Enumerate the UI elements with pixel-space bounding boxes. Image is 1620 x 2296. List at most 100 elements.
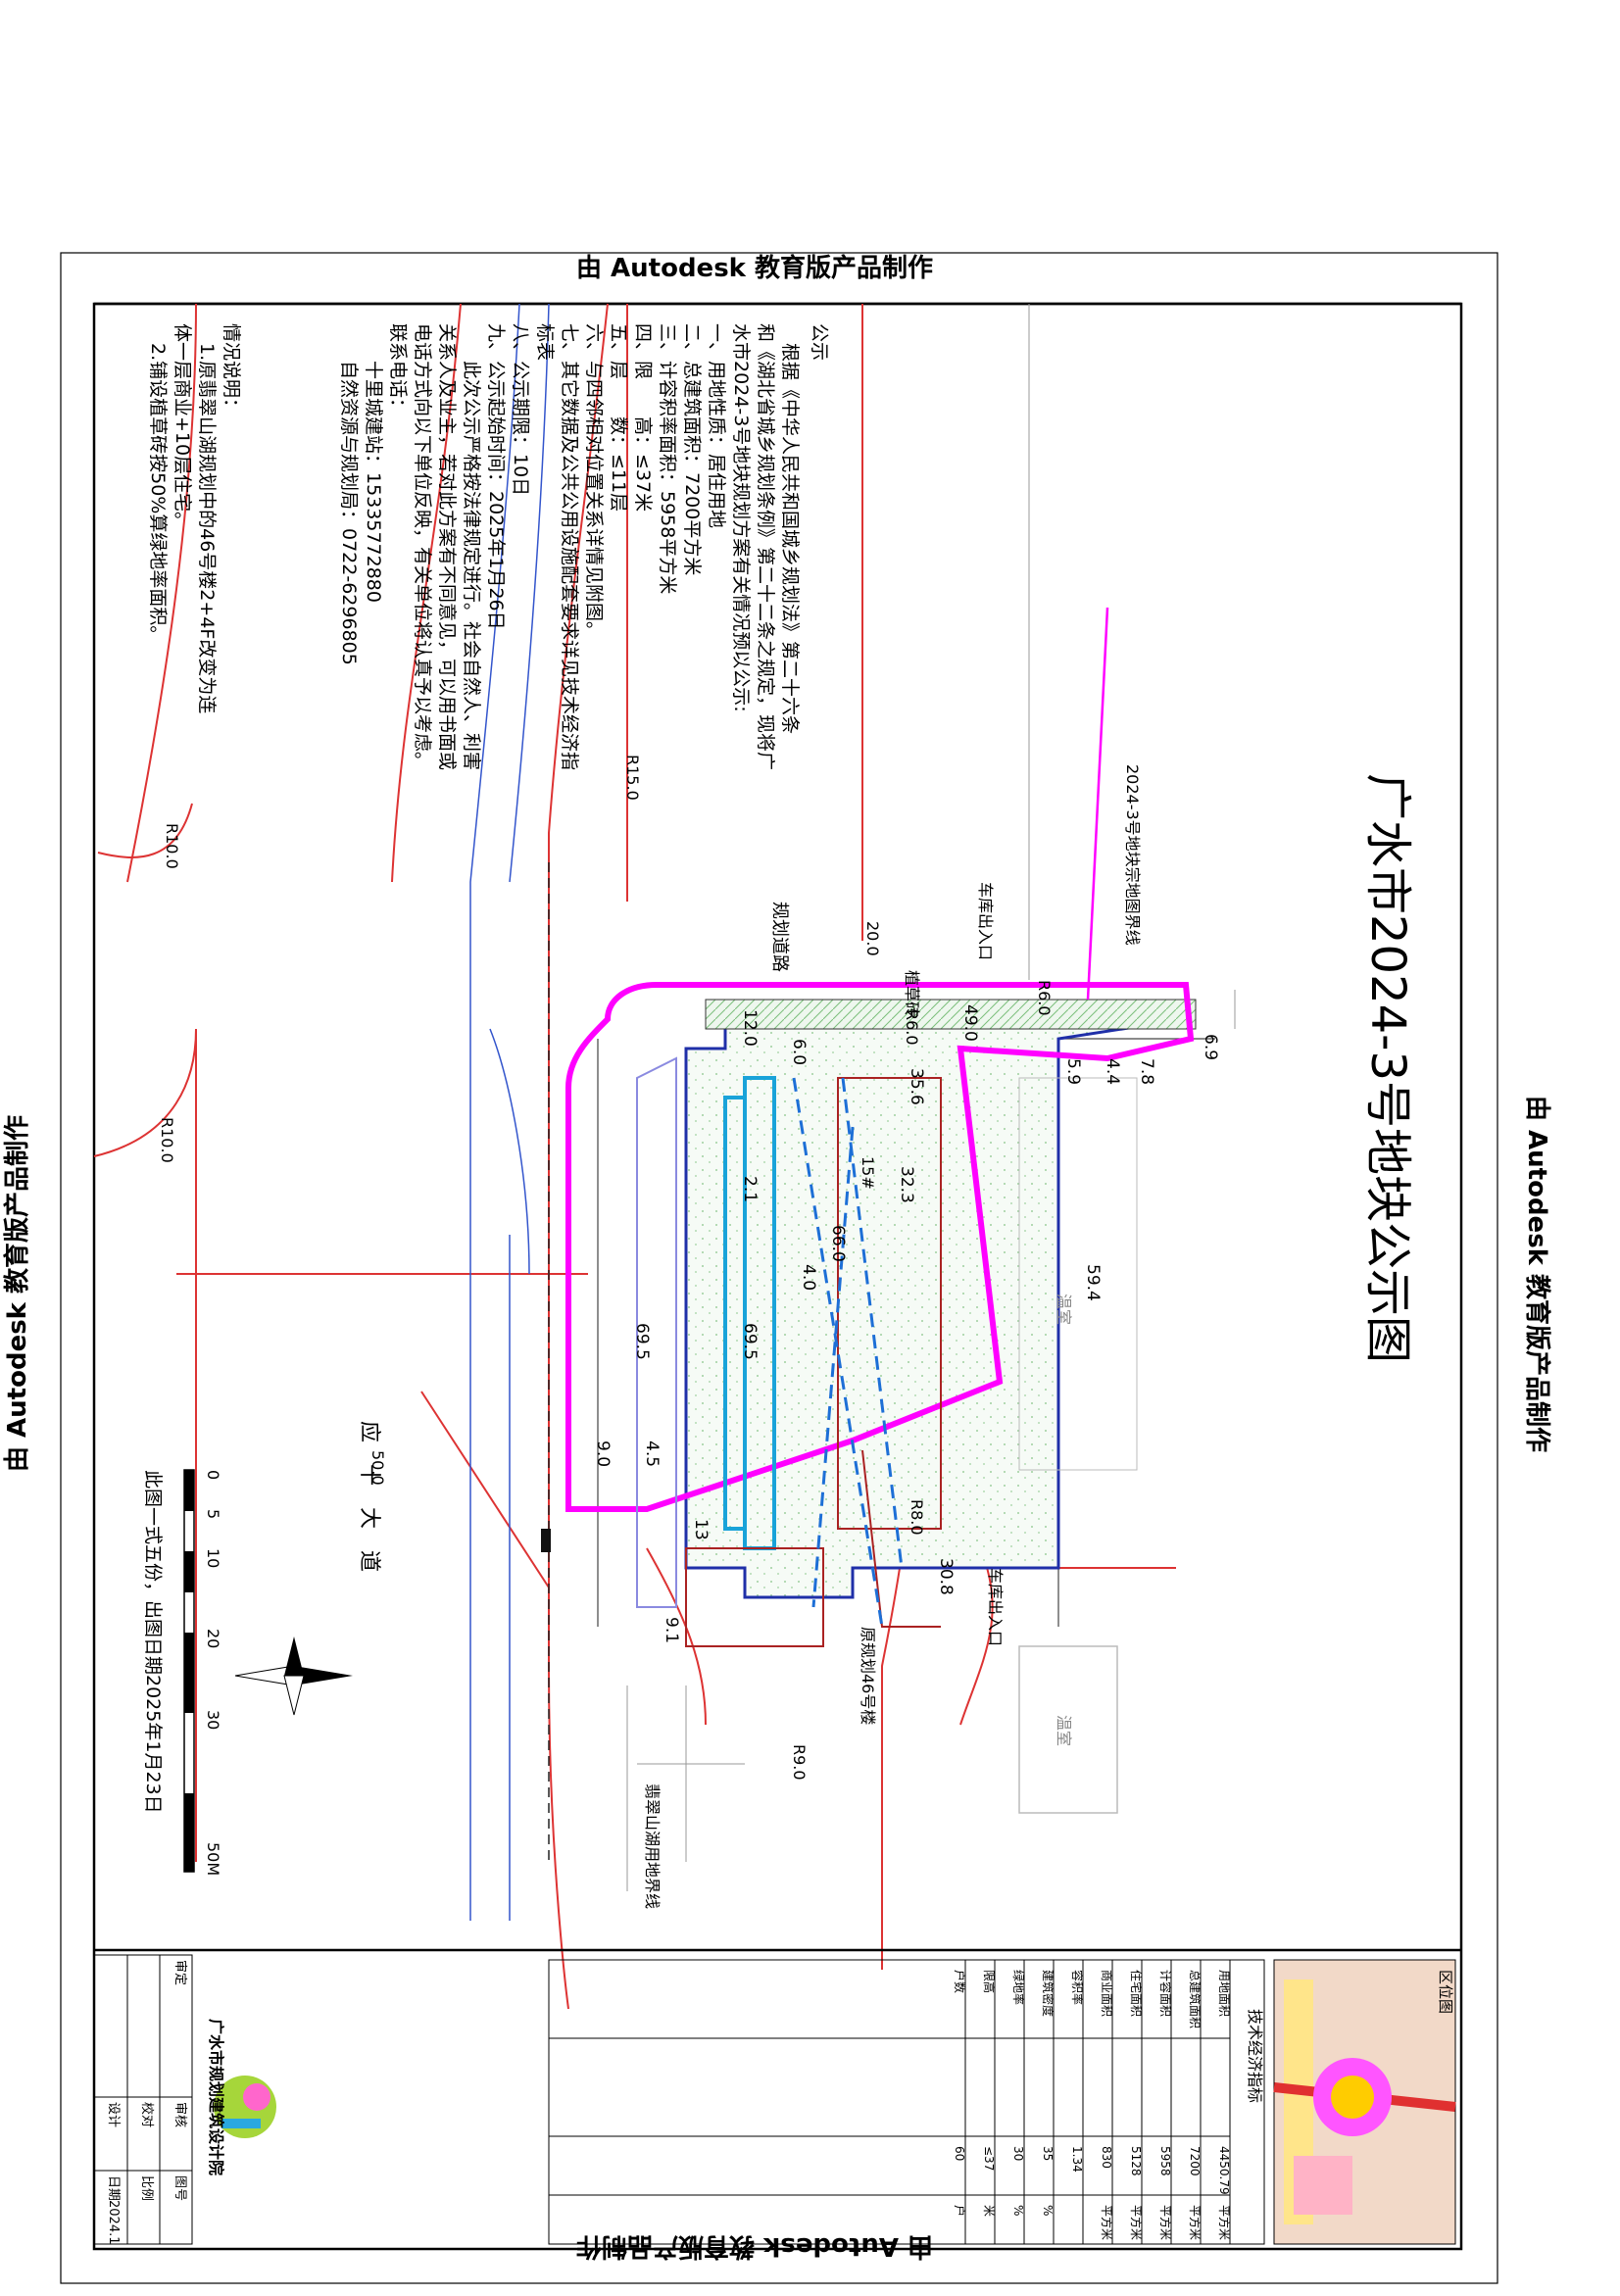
institute-logo-icon	[214, 2076, 276, 2138]
title-block: 区位图 技术经济指标 用地面积 4450.79 平方米 总建筑面积 7200	[93, 1948, 1462, 2250]
site-boundary	[684, 1005, 1188, 1599]
table-value: 60	[953, 2146, 966, 2161]
r10a-label: R10.0	[163, 823, 181, 869]
notice-line: 四、限 高：≤37米	[632, 323, 654, 512]
notice-line: 三、计容积率面积：5958平方米	[657, 323, 678, 594]
situation-line: 体一层商业+10层住宅。	[172, 323, 193, 530]
dim-label: 32.3	[897, 1166, 916, 1203]
scale-tick: 50M	[204, 1842, 222, 1876]
table-item: 住宅面积	[1129, 1970, 1144, 2017]
table-unit: 平方米	[1158, 2205, 1173, 2240]
dim-label: 4.4	[1103, 1058, 1122, 1085]
dim-label: 13	[691, 1519, 711, 1540]
drawing-date: 2024.1	[106, 2200, 121, 2245]
scale-tick: 20	[204, 1629, 222, 1648]
north-arrow-icon	[234, 1637, 353, 1716]
planned-road-label: 规划道路	[769, 902, 790, 972]
notice-line: 七、其它数据及公共公用设施配套要求详见技术经济指	[559, 323, 580, 770]
table-unit: 平方米	[1129, 2205, 1144, 2240]
indicator-table	[548, 1959, 1265, 2245]
notice-line: 二、总建筑面积：7200平方米	[681, 323, 703, 575]
table-unit: 平方米	[1188, 2205, 1203, 2240]
scale-tick: 5	[204, 1509, 222, 1519]
notice-line: 电话方式向以下单位反映，有关单位将认真予以考虑。	[412, 323, 433, 770]
dim-label: 59.4	[1083, 1264, 1103, 1301]
greenhouse-label: 温室	[1055, 1294, 1073, 1325]
r8-label: R8.0	[908, 1499, 926, 1536]
table-item: 容积率	[1070, 1970, 1085, 2005]
table-item: 建筑密度	[1041, 1970, 1055, 2017]
notice-line: 此次公示严格按法律规定进行。社会自然人、利害	[461, 323, 482, 770]
grass-brick-label: 植草砖	[903, 970, 921, 1017]
table-value: 30	[1011, 2146, 1025, 2161]
institute-name: 广水市规划建筑设计院	[207, 2019, 225, 2175]
notice-line: 十里城建站：15335772880	[363, 323, 384, 603]
scale-tick: 10	[204, 1548, 222, 1568]
r9-label: R9.0	[790, 1744, 809, 1781]
watermark-left: 由 Autodesk 教育版产品制作	[2, 1115, 32, 1472]
dim-label: 6.9	[1201, 1034, 1220, 1060]
greenhouse-building	[1018, 1645, 1118, 1814]
notice-line: 六、与四邻相对位置关系详情见附图。	[583, 323, 605, 640]
watermark-right: 由 Autodesk 教育版产品制作	[1522, 1096, 1552, 1452]
road-width-label: 20.0	[863, 921, 882, 956]
road-50-label: 50.0	[368, 1450, 387, 1486]
situation-heading: 情况说明：	[221, 323, 242, 416]
table-item: 计容面积	[1158, 1970, 1173, 2017]
notice-block: 公示 根据《中华人民共和国城乡规划法》第二十六条 和《湖北省城乡规划条例》第二十…	[338, 323, 830, 770]
notice-line: 关系人及业主，若对此方案有不同意见，可以用书面或	[436, 323, 458, 770]
table-value: 830	[1100, 2146, 1113, 2169]
dim-label: 69.5	[740, 1323, 760, 1360]
table-value: 1.34	[1070, 2146, 1084, 2173]
r10b-label: R10.0	[158, 1117, 176, 1163]
plot-boundary-label: 2024-3号地块宗地图界线	[1123, 764, 1142, 946]
table-value: 4450.79	[1217, 2146, 1231, 2195]
map-canvas: 广水市2024-3号地块公示图	[93, 303, 1415, 2010]
watermark-top: 由 Autodesk 教育版产品制作	[576, 253, 933, 283]
r6b-label: R6.0	[903, 1009, 921, 1046]
outer-frame	[60, 252, 1498, 2284]
table-item: 商业面积	[1100, 1970, 1114, 2017]
table-value: ≤37	[982, 2146, 996, 2171]
greenhouse-label-2: 温室	[1055, 1715, 1073, 1746]
dim-label: 49.0	[960, 1004, 980, 1042]
table-unit: 户	[953, 2205, 967, 2217]
plot-boundary-line	[565, 982, 1195, 1512]
table-item: 限高	[982, 1970, 997, 1993]
situation-line: 2.铺设植草砖按50%算绿地率面积。	[147, 343, 169, 644]
dim-label: 4.0	[799, 1264, 818, 1291]
notice-line: 一、用地性质：居住用地	[706, 323, 727, 528]
sign-label: 图号	[172, 2175, 187, 2201]
dim-label: 6.0	[789, 1039, 809, 1065]
dim-label: 2.1	[740, 1176, 760, 1202]
situation-line: 1.原翡翠山湖规划中的46号楼2+4F改变为连	[196, 343, 218, 713]
table-unit: 米	[982, 2205, 996, 2217]
table-item: 户数	[953, 1970, 967, 1993]
dim-label: 7.8	[1137, 1058, 1156, 1085]
notice-line: 九、公示起始时间：2025年1月26日	[485, 323, 507, 630]
sign-label: 审定	[172, 1960, 187, 1985]
dim-label: 12.0	[740, 1009, 760, 1047]
sign-label: 设计	[106, 2102, 121, 2127]
situation-block: 情况说明： 1.原翡翠山湖规划中的46号楼2+4F改变为连 体一层商业+10层住…	[147, 323, 242, 713]
scale-tick: 30	[204, 1710, 222, 1730]
garage-exit-label: 车库出入口	[986, 1568, 1005, 1646]
notice-line: 标表	[534, 323, 556, 361]
notice-line: 和《湖北省城乡规划条例》第二十二条之规定，现将广	[755, 323, 776, 770]
print-note: 此图一式五份，出图日期2025年1月23日	[142, 1470, 164, 1814]
table-value: 35	[1041, 2146, 1055, 2161]
jade-lake-boundary-label: 翡翠山湖用地界线	[643, 1783, 662, 1909]
dim-label: 30.8	[936, 1558, 956, 1595]
notice-line: 联系电话：	[387, 323, 409, 416]
dim-label: 4.5	[642, 1441, 662, 1467]
scale-bar: 0 5 10 20 30 50M 此图一式五份，出图日期2025年1月23日	[142, 1469, 222, 1876]
location-map-label: 区位图	[1437, 1970, 1454, 2014]
table-value: 5958	[1158, 2146, 1172, 2176]
table-unit: 平方米	[1217, 2205, 1232, 2240]
dim-label: 5.9	[1063, 1058, 1083, 1085]
notice-heading: 公示	[809, 323, 830, 361]
notice-line: 自然资源与规划局：0722-6296805	[338, 323, 360, 665]
table-item: 总建筑面积	[1188, 1970, 1203, 2028]
table-value: 5128	[1129, 2146, 1143, 2176]
